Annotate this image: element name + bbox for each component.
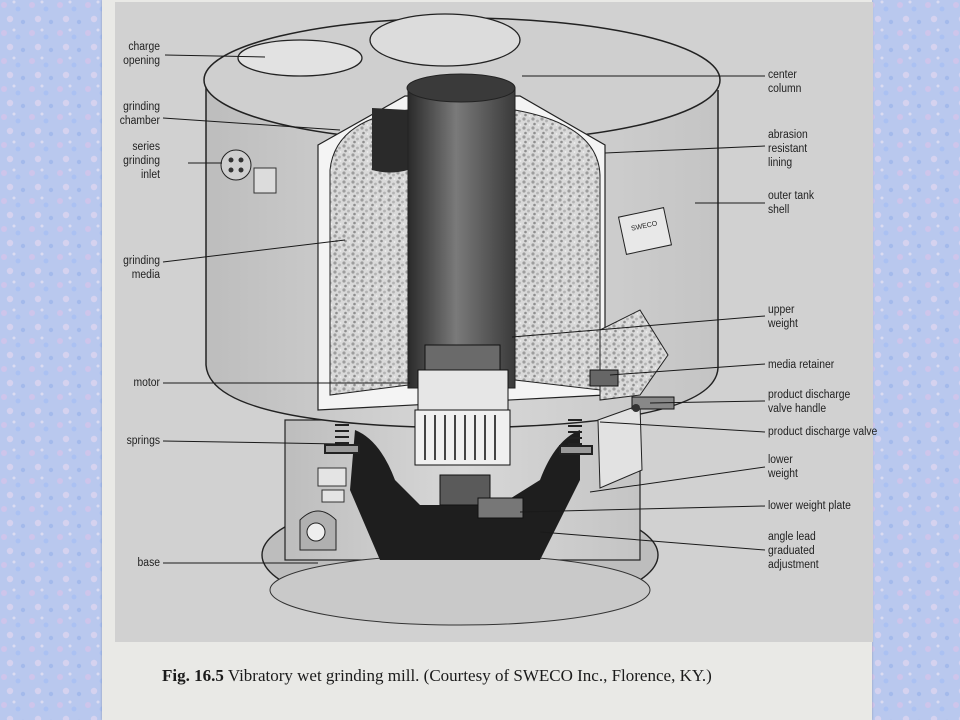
label-product-discharge-valve-handle: product discharge valve handle — [768, 389, 851, 415]
figure-caption: Fig. 16.5 Vibratory wet grinding mill. (… — [162, 666, 862, 686]
label-product-discharge-valve: product discharge valve — [768, 426, 878, 438]
figure-number: Fig. 16.5 — [162, 666, 224, 685]
label-charge-opening: charge opening — [123, 41, 160, 67]
caption-text: Vibratory wet grinding mill. (Courtesy o… — [227, 666, 712, 685]
motor-assembly — [350, 344, 580, 560]
product-discharge-assembly — [589, 309, 675, 489]
label-lower-weight: lower weight — [768, 454, 798, 480]
label-outer-tank-shell: outer tank shell — [768, 190, 815, 216]
label-abrasion-resistant-lining: abrasion resistant lining — [768, 129, 808, 169]
label-center-column: center column — [768, 69, 802, 95]
label-media-retainer: media retainer — [768, 359, 835, 371]
label-grinding-media: grinding media — [123, 255, 160, 281]
label-angle-lead-graduated-adjustment: angle lead graduated adjustment — [768, 531, 819, 571]
label-base: base — [137, 557, 160, 569]
label-series-grinding-inlet: series grinding inlet — [123, 141, 160, 181]
grinding-chamber — [317, 73, 606, 411]
label-upper-weight: upper weight — [768, 304, 798, 330]
label-springs: springs — [126, 435, 160, 447]
label-grinding-chamber: grinding chamber — [119, 101, 160, 127]
label-motor: motor — [133, 377, 160, 389]
label-lower-weight-plate: lower weight plate — [768, 500, 851, 512]
leader-lines — [162, 54, 766, 564]
springs — [324, 419, 593, 455]
